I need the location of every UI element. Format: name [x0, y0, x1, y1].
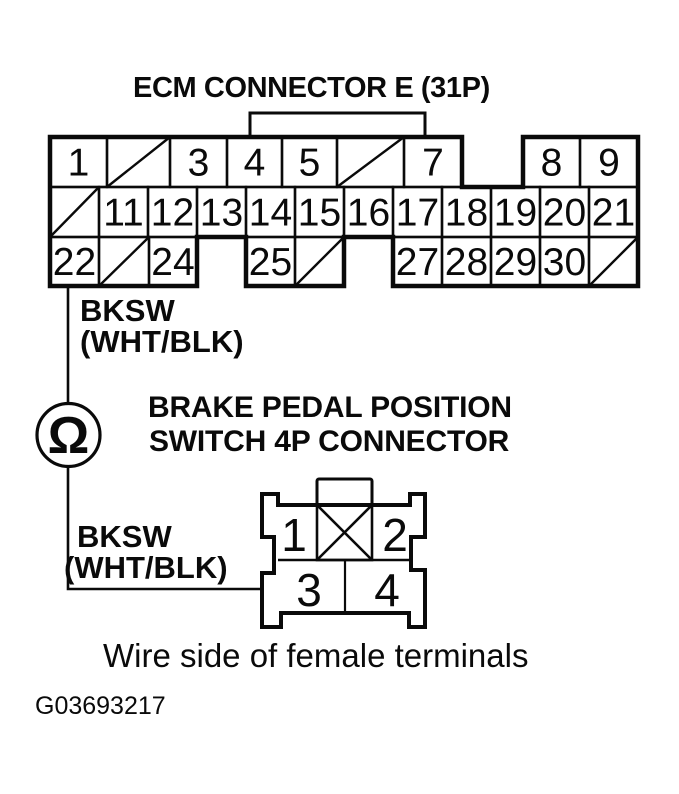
ecm-pin-label: 8	[541, 142, 563, 185]
ecm-pin-label: 21	[592, 192, 635, 235]
slash-icon	[294, 236, 345, 287]
slash-icon	[98, 236, 150, 287]
wire-name-bottom: BKSW	[77, 519, 172, 554]
ecm-pin-label: 13	[200, 192, 243, 235]
switch-pin-label: 3	[296, 564, 322, 616]
ecm-pin-label: 18	[445, 192, 488, 235]
ecm-pin-label: 30	[543, 241, 586, 284]
ecm-pin-label: 29	[494, 241, 537, 284]
slash-icon	[588, 236, 639, 287]
ecm-pin-label: 4	[244, 142, 266, 185]
slash-icon	[336, 136, 405, 188]
ecm-pin-label: 11	[103, 192, 144, 235]
figure-id: G03693217	[35, 692, 166, 720]
wire-color-bottom: (WHT/BLK)	[64, 550, 228, 585]
switch-title-line2: SWITCH 4P CONNECTOR	[149, 425, 510, 458]
ecm-pin-label: 28	[445, 241, 488, 284]
ecm-connector-top-tab	[248, 111, 427, 137]
ecm-pin-label: 22	[53, 241, 96, 284]
ecm-connector-outline	[47, 134, 641, 289]
ohm-icon: Ω	[48, 407, 90, 465]
ecm-pin-label: 3	[188, 142, 210, 185]
ecm-pin-label: 5	[299, 142, 321, 185]
ecm-pin-label: 12	[151, 192, 194, 235]
switch-title-line1: BRAKE PEDAL POSITION	[148, 391, 512, 424]
ecm-pin-label: 9	[598, 142, 620, 185]
switch-connector-top-tab	[315, 477, 374, 507]
ecm-pin-label: 20	[543, 192, 586, 235]
switch-pin-label: 2	[382, 509, 408, 561]
ecm-pin-label: 1	[68, 142, 90, 185]
ecm-title: ECM CONNECTOR E (31P)	[133, 72, 490, 104]
switch-connector-outline	[260, 492, 427, 629]
ecm-pin-label: 14	[249, 192, 292, 235]
terminal-view-caption: Wire side of female terminals	[103, 637, 529, 674]
switch-pin-label: 4	[374, 564, 400, 616]
ecm-pin-label: 19	[494, 192, 537, 235]
wire-color-top: (WHT/BLK)	[80, 324, 244, 359]
ecm-pin-label: 7	[422, 142, 444, 185]
wire-bksw-lower	[66, 466, 262, 591]
ecm-pin-label: 27	[396, 241, 439, 284]
ecm-pin-label: 15	[298, 192, 341, 235]
ecm-pin-label: 25	[249, 241, 292, 284]
ecm-pin-label: 24	[151, 241, 194, 284]
slash-icon	[49, 186, 100, 238]
ecm-pin-label: 17	[396, 192, 439, 235]
switch-pin-label: 1	[281, 509, 307, 561]
ecm-pin-label: 16	[347, 192, 390, 235]
x-cross-icon	[316, 504, 373, 561]
wire-name-top: BKSW	[80, 293, 175, 328]
slash-icon	[106, 136, 171, 188]
